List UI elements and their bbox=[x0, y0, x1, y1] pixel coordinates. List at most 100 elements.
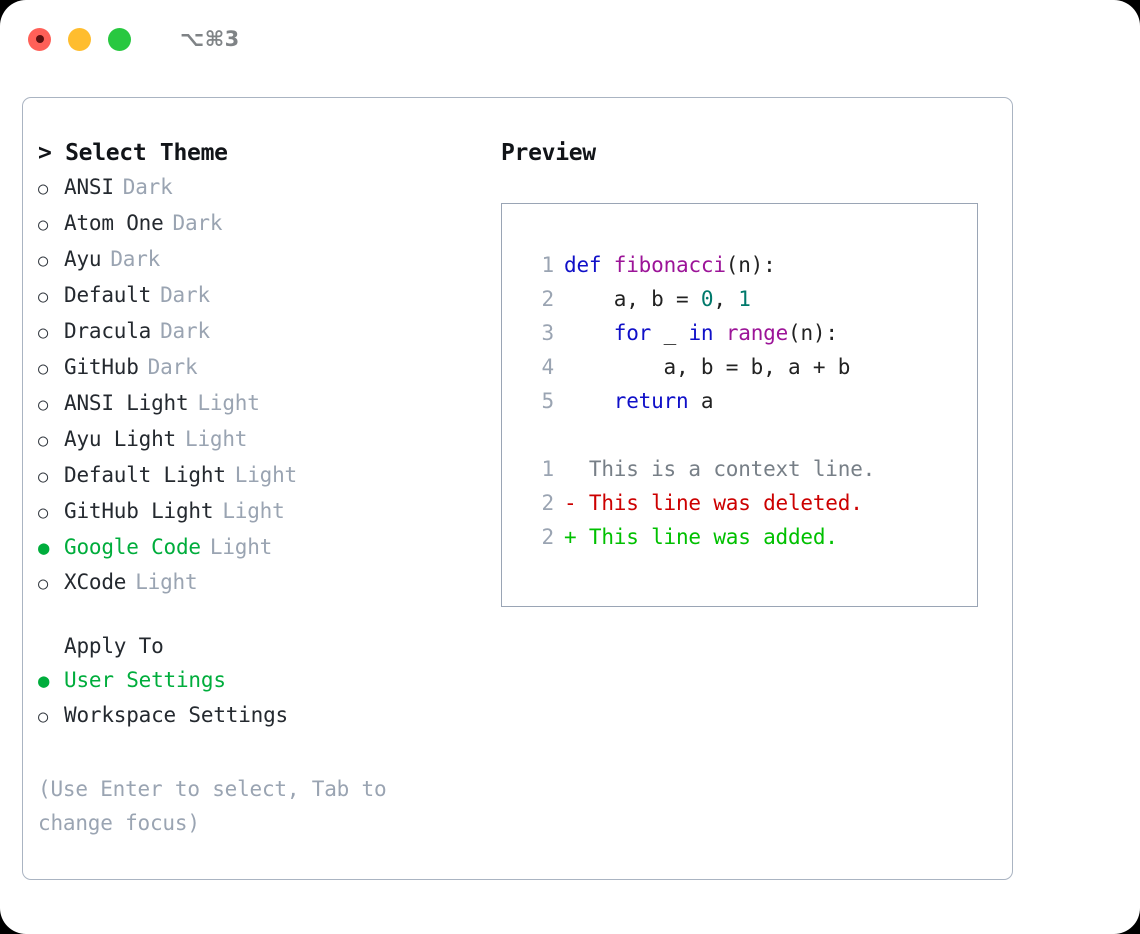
code-line: 3 for _ in range(n): bbox=[524, 316, 977, 350]
code-token: (n): bbox=[725, 253, 776, 277]
theme-variant-label: Light bbox=[209, 535, 273, 559]
apply-to-item[interactable]: ○ Workspace Settings bbox=[38, 698, 478, 734]
code-text: return a bbox=[564, 384, 714, 418]
radio-unselected-icon: ○ bbox=[38, 503, 49, 523]
code-line: 4 a, b = b, a + b bbox=[524, 350, 977, 384]
theme-variant-label: Dark bbox=[160, 283, 210, 307]
theme-list-item[interactable]: ○ XCode Light bbox=[38, 565, 478, 601]
code-token: a bbox=[688, 389, 714, 413]
theme-name-label: Default bbox=[64, 283, 152, 307]
code-token: , bbox=[713, 287, 739, 311]
theme-list-item[interactable]: ● Google Code Light bbox=[38, 530, 478, 565]
theme-name-label: Ayu Light bbox=[64, 427, 176, 451]
code-token bbox=[564, 321, 614, 345]
keyboard-shortcut-label: ⌥⌘3 bbox=[180, 27, 240, 51]
theme-variant-label: Light bbox=[197, 391, 260, 415]
code-text: a, b = b, a + b bbox=[564, 350, 851, 384]
diff-line: 2 + This line was added. bbox=[524, 520, 977, 554]
theme-variant-label: Dark bbox=[110, 247, 161, 271]
radio-selected-icon: ● bbox=[38, 537, 50, 559]
theme-name-label: Atom One bbox=[64, 211, 164, 235]
theme-name-label: ANSI Light bbox=[64, 391, 189, 415]
theme-variant-label: Light bbox=[185, 427, 248, 451]
diff-sample: 1 This is a context line. 2 - This line wa… bbox=[524, 452, 977, 554]
minimize-button[interactable] bbox=[68, 27, 91, 51]
radio-unselected-icon: ○ bbox=[38, 215, 49, 235]
theme-variant-label: Dark bbox=[147, 355, 198, 379]
apply-to-label: User Settings bbox=[64, 668, 226, 692]
code-token: a, b = b, a + b bbox=[564, 355, 851, 379]
theme-list-item[interactable]: ○ Ayu Dark bbox=[38, 242, 478, 278]
code-token: (n): bbox=[788, 321, 838, 345]
theme-list-item[interactable]: ○ ANSI Dark bbox=[38, 170, 478, 206]
line-number: 2 bbox=[541, 287, 555, 311]
radio-unselected-icon: ○ bbox=[38, 179, 49, 199]
diff-line: 1 This is a context line. bbox=[524, 452, 977, 486]
code-token: fibonacci bbox=[613, 253, 726, 277]
theme-variant-label: Dark bbox=[122, 175, 173, 199]
radio-unselected-icon: ○ bbox=[38, 467, 49, 487]
code-token: in bbox=[688, 321, 714, 345]
apply-to-list[interactable]: ●User Settings ○ Workspace Settings bbox=[38, 663, 478, 734]
code-diff-separator bbox=[524, 418, 977, 452]
apply-to-item[interactable]: ●User Settings bbox=[38, 663, 478, 698]
radio-unselected-icon: ○ bbox=[38, 574, 49, 594]
diff-line: 2 - This line was deleted. bbox=[524, 486, 977, 520]
keyboard-hint-text: (Use Enter to select, Tab to change focu… bbox=[38, 777, 387, 835]
theme-name-label: Ayu bbox=[64, 247, 102, 271]
line-number: 2 bbox=[541, 525, 555, 549]
theme-name-label: GitHub bbox=[64, 355, 139, 379]
close-button[interactable] bbox=[28, 27, 51, 51]
code-token: def bbox=[564, 253, 602, 277]
code-token: for bbox=[613, 321, 652, 345]
code-line: 5 return a bbox=[524, 384, 977, 418]
theme-variant-label: Light bbox=[222, 499, 285, 523]
theme-variant-label: Light bbox=[234, 463, 297, 487]
diff-text: + This line was added. bbox=[564, 525, 838, 549]
code-line: 1 def fibonacci(n): bbox=[524, 248, 977, 282]
code-token: 1 bbox=[738, 287, 751, 311]
theme-variant-label: Light bbox=[135, 570, 198, 594]
code-token: _ bbox=[651, 321, 689, 345]
code-token: a, b = bbox=[564, 287, 701, 311]
preview-title: Preview bbox=[501, 140, 596, 166]
line-number: 1 bbox=[541, 253, 555, 277]
theme-name-label: Google Code bbox=[64, 535, 201, 559]
theme-name-label: Dracula bbox=[64, 319, 152, 343]
select-theme-title: > Select Theme bbox=[38, 140, 228, 166]
code-token: return bbox=[613, 389, 689, 413]
code-token bbox=[713, 321, 725, 345]
recording-indicator-icon bbox=[35, 35, 44, 43]
diff-text: - This line was deleted. bbox=[564, 491, 863, 515]
radio-unselected-icon: ○ bbox=[38, 707, 49, 727]
window-controls bbox=[28, 27, 131, 51]
code-line: 2 a, b = 0, 1 bbox=[524, 282, 977, 316]
theme-name-label: ANSI bbox=[64, 175, 114, 199]
code-text: def fibonacci(n): bbox=[564, 248, 776, 282]
code-text: for _ in range(n): bbox=[564, 316, 838, 350]
theme-name-label: XCode bbox=[64, 570, 127, 594]
apply-to-label: Workspace Settings bbox=[64, 703, 288, 727]
theme-name-label: GitHub Light bbox=[64, 499, 214, 523]
title-bar: ⌥⌘3 bbox=[0, 0, 1140, 78]
code-token: range bbox=[725, 321, 789, 345]
line-number: 4 bbox=[541, 355, 555, 379]
line-number: 2 bbox=[541, 491, 555, 515]
radio-unselected-icon: ○ bbox=[38, 251, 49, 271]
maximize-button[interactable] bbox=[108, 27, 131, 51]
theme-list-item[interactable]: ○ GitHub Light Light bbox=[38, 494, 478, 530]
theme-variant-label: Dark bbox=[160, 319, 210, 343]
